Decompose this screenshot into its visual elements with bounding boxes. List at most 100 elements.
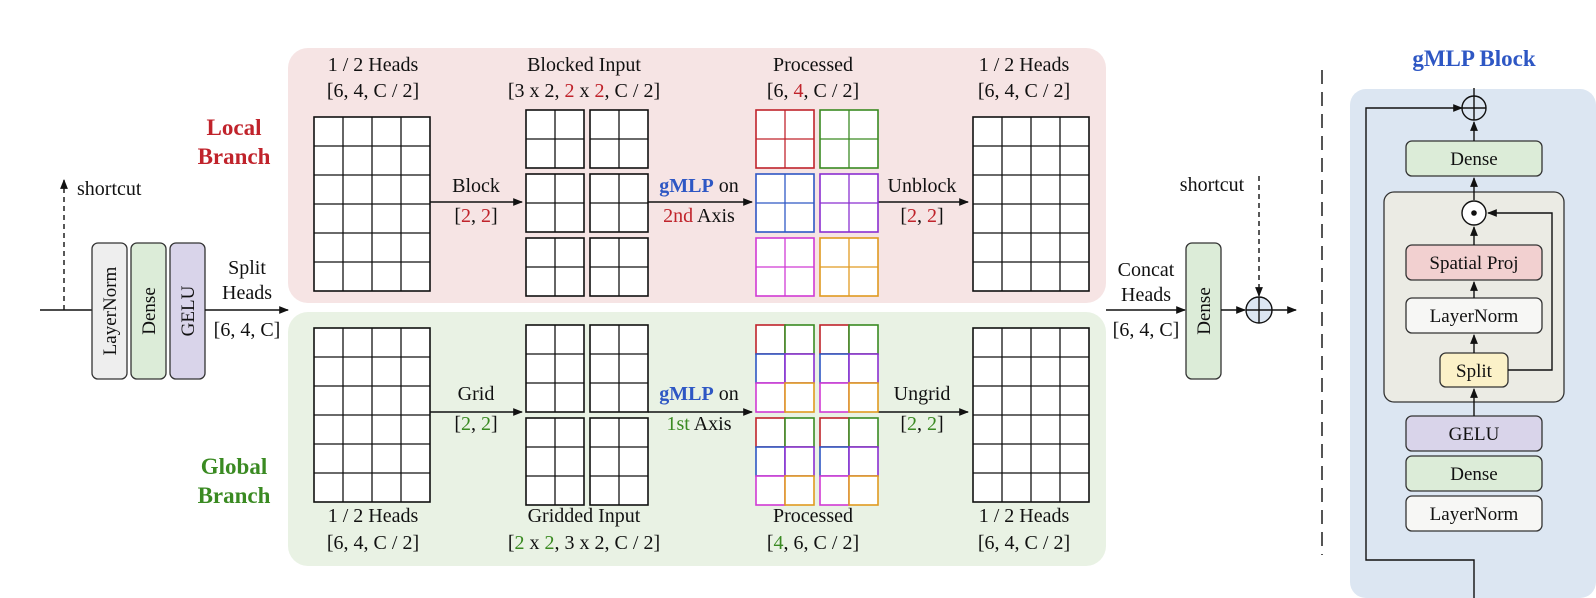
global-op-grid-args: [2, 2] — [454, 413, 497, 435]
local-block-1-1 — [589, 173, 649, 233]
left-shortcut-label: shortcut — [77, 178, 142, 200]
local-output-grid — [972, 116, 1090, 292]
local-branch-title-1: Local — [207, 115, 262, 140]
right-dense-label: Dense — [1194, 287, 1215, 334]
local-branch-panel — [288, 48, 1106, 303]
global-col1-shape: [6, 4, C / 2] — [327, 532, 419, 554]
global-op-grid: Grid — [458, 383, 495, 405]
gmlp-dense-bottom-label: Dense — [1450, 464, 1497, 485]
global-processed-cell-1-0-0-0 — [755, 417, 786, 448]
local-col4-label: 1 / 2 Heads — [979, 54, 1070, 76]
global-col2-shape: [2 x 2, 3 x 2, C / 2] — [508, 532, 660, 554]
global-processed-cell-1-1-0-0 — [819, 417, 850, 448]
local-op-unblock-args: [2, 2] — [900, 205, 943, 227]
global-processed-cell-0-1-1-0 — [819, 353, 850, 384]
global-col4-shape: [6, 4, C / 2] — [978, 532, 1070, 554]
global-processed-cell-1-1-0-1 — [848, 417, 879, 448]
global-op-ungrid: Ungrid — [894, 383, 951, 405]
right-shortcut-label: shortcut — [1180, 174, 1245, 196]
left-gelu-box — [169, 242, 206, 380]
global-grid-group-1-0 — [525, 417, 585, 506]
global-processed-cell-0-1-2-1 — [848, 382, 879, 413]
global-processed-cell-1-0-0-1 — [784, 417, 815, 448]
global-processed-cell-0-0-2-1 — [784, 382, 815, 413]
concat-heads-label-1: Concat — [1118, 259, 1175, 281]
global-grid-group-1-1 — [589, 417, 649, 506]
left-layernorm-box — [91, 242, 128, 380]
global-branch-title-1: Global — [201, 454, 267, 479]
global-op-ungrid-args: [2, 2] — [900, 413, 943, 435]
local-block-1-0 — [525, 173, 585, 233]
global-processed-cell-1-0-1-1 — [784, 446, 815, 477]
global-col1-label: 1 / 2 Heads — [328, 505, 419, 527]
global-op-gmlp: gMLP on — [659, 383, 738, 405]
global-processed-cell-0-0-0-1 — [784, 324, 815, 355]
multiply-dot-icon — [1461, 200, 1487, 226]
global-processed-cell-0-1-2-0 — [819, 382, 850, 413]
local-col1-shape: [6, 4, C / 2] — [327, 80, 419, 102]
concat-heads-label-2: Heads — [1121, 284, 1171, 306]
global-processed-cell-1-1-1-1 — [848, 446, 879, 477]
local-branch-title-2: Branch — [198, 144, 271, 169]
local-processed-block-0-0 — [755, 109, 815, 169]
global-processed-cell-1-1-1-0 — [819, 446, 850, 477]
gmlp-layernorm-bottom-label: LayerNorm — [1430, 504, 1519, 525]
add-circle-icon — [1245, 296, 1273, 324]
split-heads-label-2: Heads — [222, 282, 272, 304]
local-col3-shape: [6, 4, C / 2] — [767, 80, 859, 102]
local-block-0-0 — [525, 109, 585, 169]
gmlp-dense-label: Dense — [1450, 149, 1497, 170]
gmlp-dense-bottom-box — [1405, 455, 1543, 492]
left-layernorm-label: LayerNorm — [100, 266, 121, 355]
local-block-2-0 — [525, 237, 585, 297]
local-op-block: Block — [452, 175, 500, 197]
left-gelu-label: GELU — [178, 285, 199, 336]
local-input-grid — [313, 116, 431, 292]
local-op-block-args: [2, 2] — [454, 205, 497, 227]
global-grid-group-0-1 — [589, 324, 649, 413]
gmlp-layernorm-bottom-box — [1405, 495, 1543, 532]
global-processed-cell-0-0-1-1 — [784, 353, 815, 384]
global-processed-cell-0-1-0-0 — [819, 324, 850, 355]
global-processed-cell-0-0-0-0 — [755, 324, 786, 355]
global-input-grid — [313, 327, 431, 503]
split-heads-shape: [6, 4, C] — [214, 319, 281, 341]
local-processed-block-1-0 — [755, 173, 815, 233]
gmlp-split-label: Split — [1456, 361, 1493, 382]
global-processed-cell-1-1-2-0 — [819, 475, 850, 506]
local-col3-label: Processed — [773, 54, 853, 76]
concat-heads-shape: [6, 4, C] — [1113, 319, 1180, 341]
gmlp-spatial-proj-label: Spatial Proj — [1429, 253, 1518, 274]
global-processed-cell-0-1-0-1 — [848, 324, 879, 355]
global-branch-title-2: Branch — [198, 483, 271, 508]
local-block-2-1 — [589, 237, 649, 297]
global-processed-cell-0-0-1-0 — [755, 353, 786, 384]
split-heads-label-1: Split — [228, 257, 266, 279]
right-dense-box — [1185, 242, 1222, 380]
global-branch-panel — [288, 312, 1106, 566]
local-processed-block-1-1 — [819, 173, 879, 233]
global-col3-label: Processed — [773, 505, 853, 527]
local-op-gmlp: gMLP on — [659, 175, 738, 197]
gmlp-gelu-label: GELU — [1449, 424, 1500, 445]
global-processed-cell-0-0-2-0 — [755, 382, 786, 413]
gmlp-add-circle-icon — [1461, 95, 1487, 121]
global-processed-cell-0-1-1-1 — [848, 353, 879, 384]
left-dense-box — [130, 242, 167, 380]
local-processed-block-2-0 — [755, 237, 815, 297]
global-op-gmlp-axis: 1st Axis — [666, 413, 731, 435]
local-op-gmlp-axis: 2nd Axis — [663, 205, 735, 227]
local-col4-shape: [6, 4, C / 2] — [978, 80, 1070, 102]
local-col2-label: Blocked Input — [527, 54, 641, 76]
global-col2-label: Gridded Input — [528, 505, 641, 527]
global-processed-cell-1-1-2-1 — [848, 475, 879, 506]
local-col2-shape: [3 x 2, 2 x 2, C / 2] — [508, 80, 660, 102]
local-col1-label: 1 / 2 Heads — [328, 54, 419, 76]
left-dense-label: Dense — [139, 287, 160, 334]
local-processed-block-0-1 — [819, 109, 879, 169]
local-processed-block-2-1 — [819, 237, 879, 297]
global-processed-cell-1-0-2-1 — [784, 475, 815, 506]
global-output-grid — [972, 327, 1090, 503]
global-processed-cell-1-0-2-0 — [755, 475, 786, 506]
